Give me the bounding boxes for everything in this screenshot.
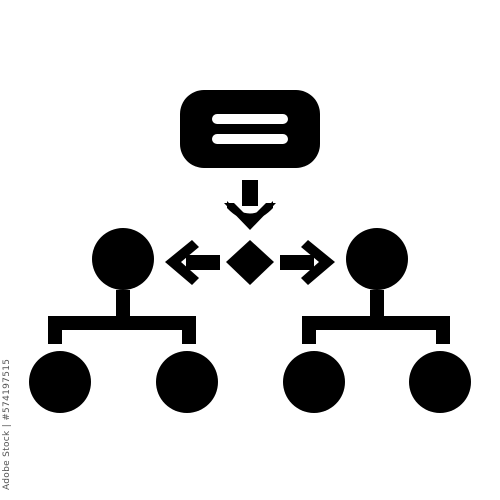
decision-diamond-icon — [226, 240, 274, 285]
leaf-node-icon — [409, 351, 471, 413]
leaf-node-icon — [29, 351, 91, 413]
branch-connector-right — [302, 290, 450, 344]
leaf-node-icon — [283, 351, 345, 413]
stock-id-watermark: Adobe Stock | #574197515 — [2, 358, 12, 490]
arrow-left-icon — [165, 240, 220, 285]
arrow-down-icon — [224, 180, 276, 230]
node-right-icon — [346, 228, 408, 290]
arrow-right-icon — [280, 240, 335, 285]
leaf-node-icon — [156, 351, 218, 413]
node-left-icon — [92, 228, 154, 290]
branch-connector-left — [48, 290, 196, 344]
process-box-icon — [180, 90, 320, 168]
